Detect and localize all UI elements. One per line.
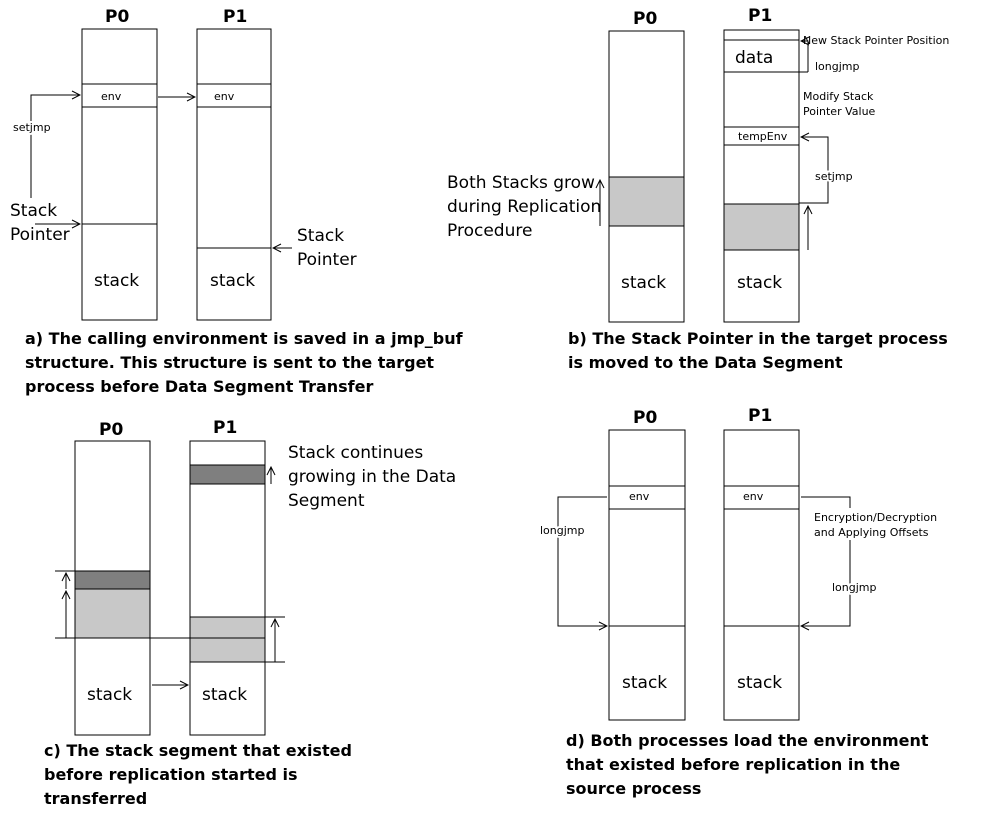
svg-text:longjmp: longjmp [832, 581, 877, 594]
panel-d-enc-line2: and Applying Offsets [814, 526, 929, 539]
panel-d-longjmp-left-label: longjmp [540, 524, 585, 537]
panel-d-env-p1: env [743, 490, 764, 503]
panel-c-caption-line1: c) The stack segment that existed [44, 741, 352, 760]
panel-a-sp-right-line1: Stack [297, 226, 344, 246]
panel-c-caption-line3: transferred [44, 789, 147, 808]
panel-d-enc-line1: Encryption/Decryption [814, 511, 937, 524]
panel-d-stack-p1: stack [737, 673, 782, 693]
panel-c-p1-process [189, 440, 266, 736]
panel-b-longjmp-label: longjmp [815, 60, 860, 73]
panel-a-p0-process [81, 28, 158, 321]
panel-a-stack-p1: stack [210, 271, 255, 291]
panel-b-setjmp-arrow [799, 137, 829, 204]
panel-a-sp-left-line1: Stack [10, 201, 57, 221]
panel-d-caption-line2: that existed before replication in the [566, 755, 900, 774]
panel-b-setjmp-label: setjmp [815, 170, 853, 183]
panel-d-env-p0: env [629, 490, 650, 503]
panel-c-p0-new-stack [74, 570, 151, 590]
panel-a-sp-right-line2: Pointer [297, 250, 357, 270]
panel-b-p1-grown-stack [723, 203, 800, 251]
panel-a-p0-label: P0 [105, 7, 129, 27]
panel-c-stack-p0: stack [87, 685, 132, 705]
svg-text:longjmp: longjmp [540, 524, 585, 537]
panel-b-modify-sp-line1: Modify Stack [803, 90, 874, 103]
panel-c-continues-line1: Stack continues [288, 443, 423, 463]
panel-a-stack-p0: stack [94, 271, 139, 291]
panel-b-data-label: data [735, 48, 773, 68]
panel-b-p0-grown-stack [608, 176, 685, 227]
svg-text:setjmp: setjmp [815, 170, 853, 183]
panel-d-p0-label: P0 [633, 408, 657, 428]
panel-a-p1-label: P1 [223, 7, 247, 27]
panel-d-longjmp-right-label: longjmp [832, 581, 877, 594]
panel-c: P0 P1 stack stack Stack continues growin… [44, 418, 456, 808]
panel-d-p0-process [608, 429, 686, 721]
panel-b-both-grow-line3: Procedure [447, 221, 532, 241]
panel-a-env-p1: env [214, 90, 235, 103]
panel-b-tempenv-label: tempEnv [738, 130, 788, 143]
panel-a-sp-left-line2: Pointer [10, 225, 70, 245]
panel-a-caption-line1: a) The calling environment is saved in a… [25, 329, 464, 348]
panel-c-stack-p1: stack [202, 685, 247, 705]
svg-text:setjmp: setjmp [13, 121, 51, 134]
panel-d-p1-process [723, 429, 800, 721]
panel-b-caption-line2: is moved to the Data Segment [568, 353, 843, 372]
panel-b-both-grow-line2: during Replication [447, 197, 601, 217]
panel-b-p0-label: P0 [633, 9, 657, 29]
panel-b-longjmp-arrow [801, 41, 808, 72]
panel-c-caption-line2: before replication started is [44, 765, 298, 784]
panel-b-p1-process [723, 29, 800, 323]
panel-b-new-sp-label: New Stack Pointer Position [803, 34, 949, 47]
panel-c-p1-data-stack [189, 464, 266, 485]
panel-b: P0 P1 stack data tempEnv stack New Stack… [447, 6, 949, 372]
panel-b-both-grow-line1: Both Stacks grow [447, 173, 595, 193]
panel-d-caption-line1: d) Both processes load the environment [566, 731, 929, 750]
panel-b-p1-label: P1 [748, 6, 772, 26]
panel-c-continues-line3: Segment [288, 491, 365, 511]
panel-b-stack-p1: stack [737, 273, 782, 293]
panel-b-stack-p0: stack [621, 273, 666, 293]
panel-a-setjmp-label: setjmp [13, 121, 51, 134]
panel-a-env-p0: env [101, 90, 122, 103]
panel-d-stack-p0: stack [622, 673, 667, 693]
panel-d: P0 P1 env stack env stack longjmp longjm… [538, 406, 945, 798]
panel-d-p1-label: P1 [748, 406, 772, 426]
panel-c-p0-label: P0 [99, 420, 123, 440]
panel-a-caption-line2: structure. This structure is sent to the… [25, 353, 434, 372]
panel-d-longjmp-left-arrow [557, 496, 607, 626]
panel-b-modify-sp-line2: Pointer Value [803, 105, 876, 118]
panel-c-p1-transferred-stack [189, 616, 266, 663]
panel-a-p1-process [196, 28, 272, 321]
panel-c-continues-line2: growing in the Data [288, 467, 456, 487]
panel-d-longjmp-right-arrow [801, 496, 851, 626]
panel-a-caption-line3: process before Data Segment Transfer [25, 377, 373, 396]
panel-c-p0-old-stack [74, 588, 151, 639]
panel-a-setjmp-arrow [30, 95, 80, 198]
panel-a: P0 P1 env stack env stack setjmp setjmp … [10, 7, 464, 396]
panel-c-p1-label: P1 [213, 418, 237, 438]
panel-b-caption-line1: b) The Stack Pointer in the target proce… [568, 329, 948, 348]
panel-d-caption-line3: source process [566, 779, 701, 798]
